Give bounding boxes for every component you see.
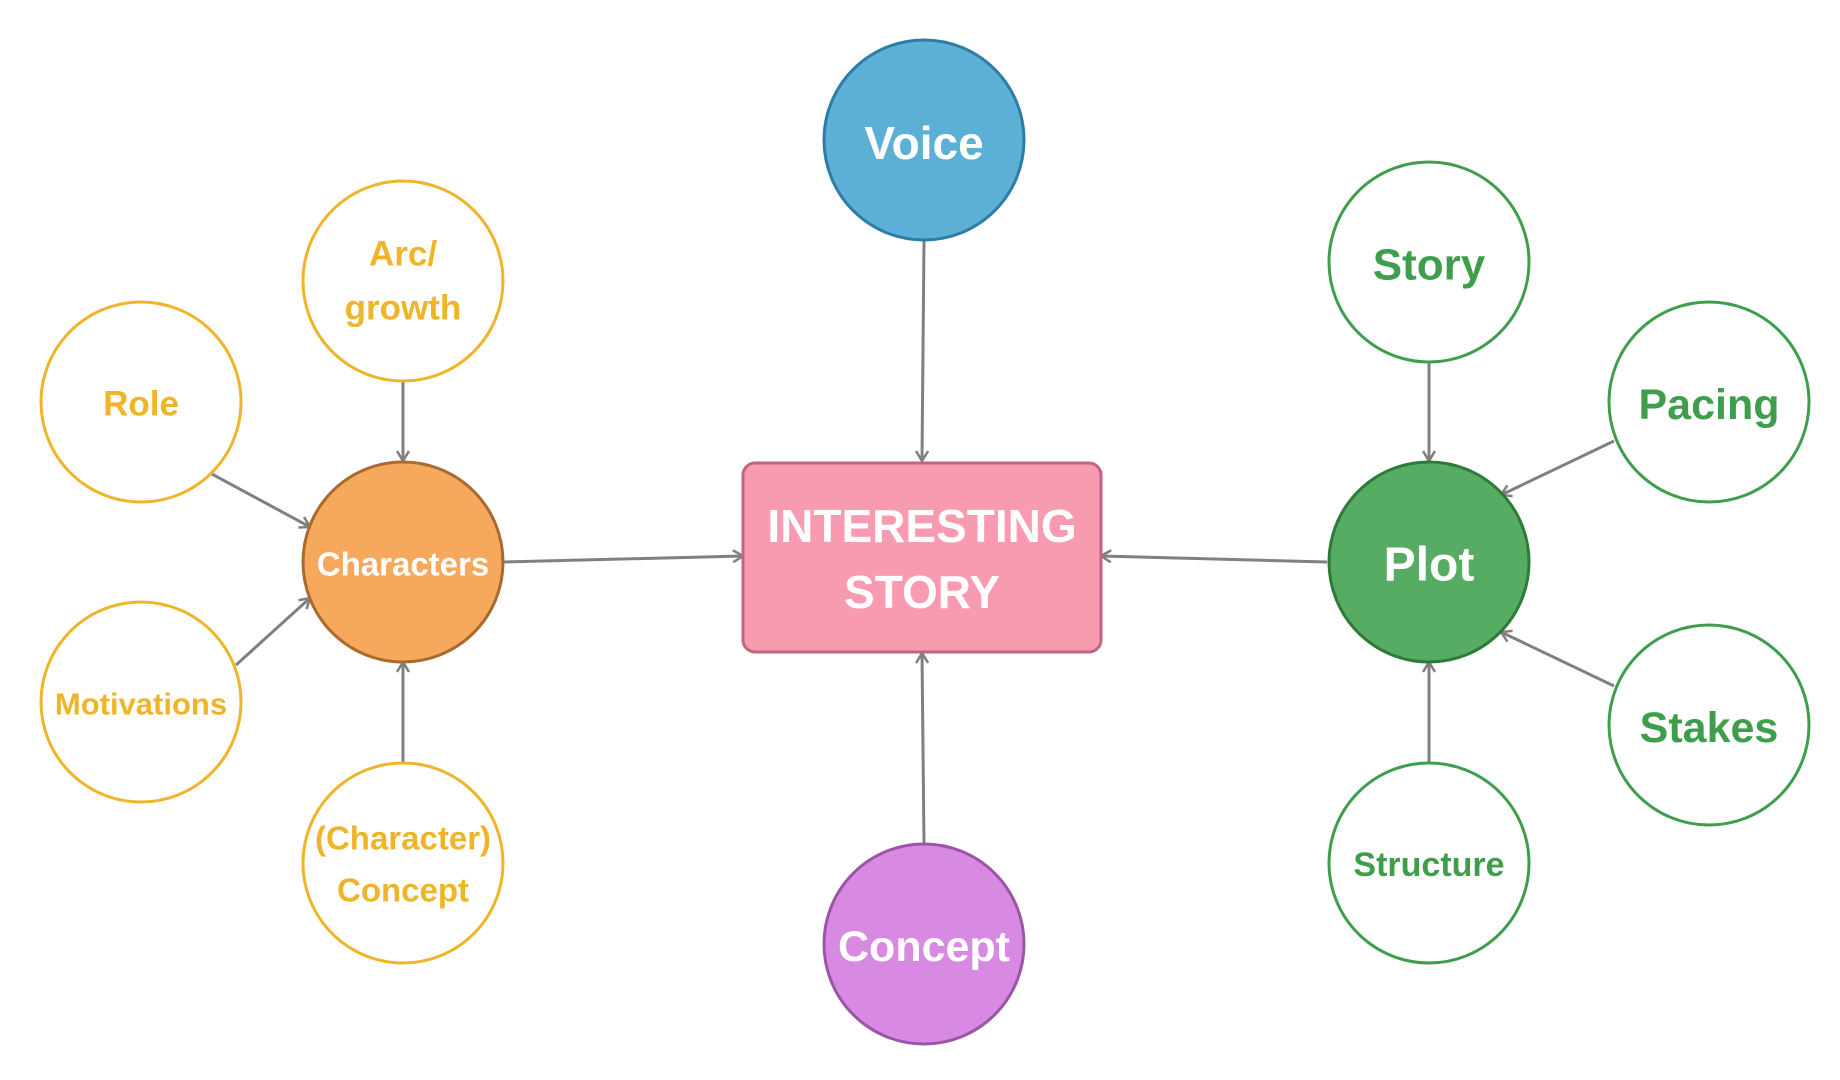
concept-node[interactable]: Concept [822,842,1026,1046]
edge-voice-to-center [922,240,924,461]
motivations-circle [39,600,243,804]
role-label: Role [103,385,179,424]
story-node[interactable]: Story [1327,160,1531,364]
plot-label: Plot [1384,539,1475,592]
structure-circle [1327,761,1531,965]
character-concept-label-line2: Concept [337,872,469,909]
role-circle [39,300,243,504]
center-node[interactable]: INTERESTING STORY [741,461,1103,654]
edges [209,240,1615,844]
role-node[interactable]: Role [39,300,243,504]
edge-motivations-to-characters [234,598,310,667]
characters-circle [301,460,505,664]
characters-node[interactable]: Characters [301,460,505,664]
stakes-node[interactable]: Stakes [1607,623,1811,827]
motivations-label: Motivations [55,687,227,722]
stakes-circle [1607,623,1811,827]
voice-circle [822,38,1026,242]
character-concept-node[interactable]: (Character) Concept [301,761,505,965]
center-label-line2: STORY [844,566,1000,618]
concept-circle [822,842,1026,1046]
pacing-circle [1607,300,1811,504]
arc-growth-label-line2: growth [345,289,462,328]
pacing-node[interactable]: Pacing [1607,300,1811,504]
stakes-label: Stakes [1640,704,1779,752]
edge-role-to-characters [209,471,310,527]
voice-node[interactable]: Voice [822,38,1026,242]
character-concept-circle [301,761,505,965]
edge-plot-to-center [1101,556,1328,564]
center-node-box [741,461,1103,654]
edge-stakes-to-plot [1501,632,1615,688]
pacing-label: Pacing [1639,381,1780,429]
structure-label: Structure [1353,846,1504,884]
character-concept-label-line1: (Character) [315,820,491,857]
edge-concept-to-center [922,653,924,844]
characters-label: Characters [317,546,489,583]
arc-growth-node[interactable]: Arc/ growth [301,179,505,383]
concept-label: Concept [838,923,1010,971]
edge-characters-to-center [502,556,743,564]
story-circle [1327,160,1531,364]
arc-growth-label-line1: Arc/ [369,235,437,274]
arc-growth-circle [301,179,505,383]
center-label-line1: INTERESTING [767,500,1076,552]
plot-circle [1327,460,1531,664]
story-label: Story [1373,241,1486,290]
structure-node[interactable]: Structure [1327,761,1531,965]
voice-label: Voice [864,117,983,169]
motivations-node[interactable]: Motivations [39,600,243,804]
plot-node[interactable]: Plot [1327,460,1531,664]
edge-pacing-to-plot [1501,439,1615,495]
